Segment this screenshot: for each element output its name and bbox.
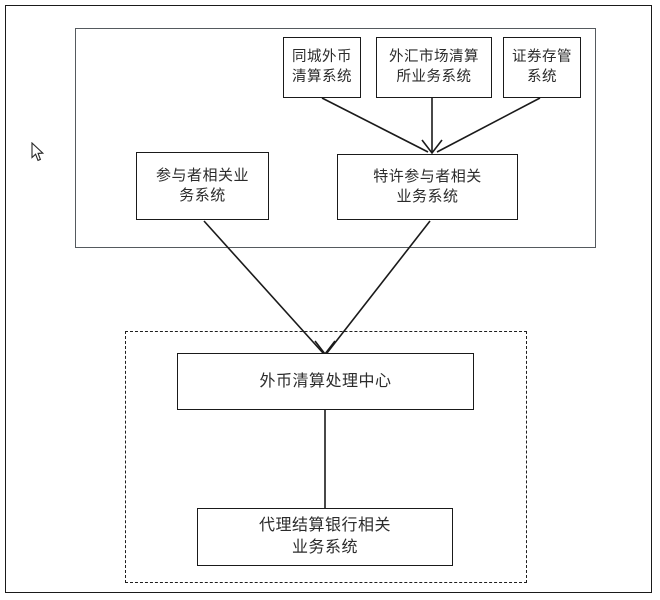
node-waihui-shichang-qingsuansuo-yewu-xitong[interactable]: 外汇市场清算 所业务系统 <box>376 37 492 98</box>
node-tongcheng-waibi-qingsuan-xitong[interactable]: 同城外币 清算系统 <box>283 37 361 98</box>
node-waibi-qingsuan-chuli-zhongxin[interactable]: 外币清算处理中心 <box>177 353 474 410</box>
node-canyuzhe-xiangguan-yewu-xitong[interactable]: 参与者相关业 务系统 <box>136 152 269 220</box>
mouse-cursor-icon <box>31 142 45 162</box>
node-daili-jiesuan-yinhang-xiangguan-yewu-xitong[interactable]: 代理结算银行相关 业务系统 <box>197 508 453 566</box>
node-texu-canyuzhe-xiangguan-yewu-xitong[interactable]: 特许参与者相关 业务系统 <box>337 154 518 220</box>
group-dashed-lower <box>125 331 527 583</box>
node-zhengquan-cunguan-xitong[interactable]: 证券存管 系统 <box>503 37 581 98</box>
